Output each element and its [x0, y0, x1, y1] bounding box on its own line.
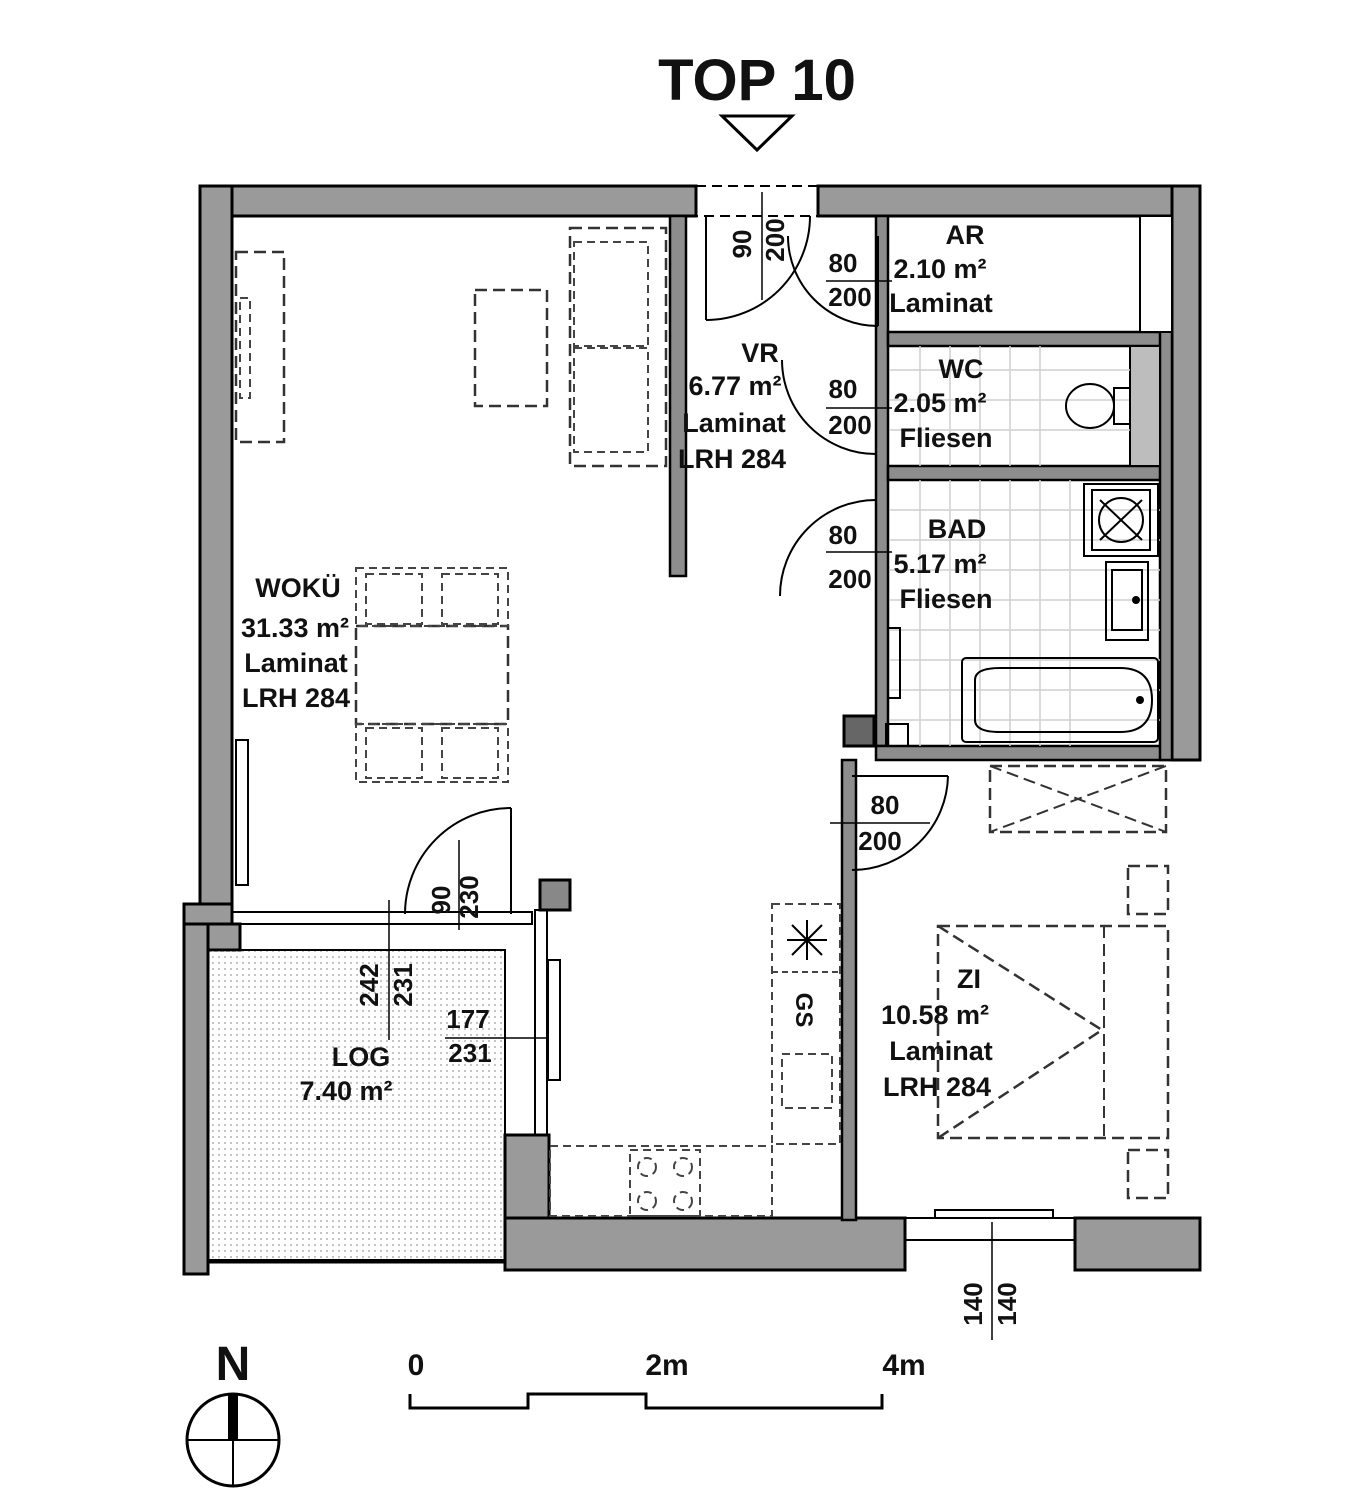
svg-text:80: 80	[829, 248, 858, 278]
svg-text:0: 0	[408, 1349, 425, 1382]
svg-text:80: 80	[829, 520, 858, 550]
entrance-marker-icon	[718, 114, 796, 153]
label-woku: WOKÜ 31.33 m² Laminat LRH 284	[241, 573, 350, 713]
furniture: GS	[234, 226, 1170, 1217]
label-bad: BAD 5.17 m² Fliesen	[893, 514, 992, 614]
dimension-labels	[388, 192, 993, 1340]
svg-text:WOKÜ: WOKÜ	[255, 573, 340, 603]
svg-text:200: 200	[828, 410, 871, 440]
svg-text:Fliesen: Fliesen	[899, 584, 992, 614]
north-arrow: N	[185, 1338, 281, 1488]
unit-title: TOP 10	[658, 48, 856, 113]
svg-text:LRH 284: LRH 284	[883, 1072, 991, 1102]
label-ar: AR 2.10 m² Laminat	[889, 220, 993, 318]
scale-bar: 0 2m 4m	[408, 1349, 926, 1410]
svg-text:90: 90	[426, 886, 456, 915]
tile-grid	[890, 346, 1160, 746]
svg-text:2.05 m²: 2.05 m²	[893, 388, 986, 418]
svg-text:200: 200	[760, 218, 790, 261]
svg-text:7.40 m²: 7.40 m²	[299, 1076, 392, 1106]
label-wc: WC 2.05 m² Fliesen	[893, 354, 992, 453]
svg-text:230: 230	[454, 875, 484, 918]
svg-text:231: 231	[388, 963, 418, 1006]
svg-text:200: 200	[858, 826, 901, 856]
svg-text:90: 90	[727, 230, 757, 259]
doors	[404, 185, 949, 915]
svg-text:140: 140	[992, 1282, 1022, 1325]
windows	[231, 739, 1076, 1241]
svg-text:177: 177	[446, 1004, 489, 1034]
svg-text:Fliesen: Fliesen	[899, 423, 992, 453]
svg-text:6.77 m²: 6.77 m²	[688, 371, 781, 401]
label-vr: VR 6.77 m² Laminat LRH 284	[678, 338, 786, 474]
svg-text:231: 231	[448, 1038, 491, 1068]
svg-text:80: 80	[871, 790, 900, 820]
svg-text:31.33 m²: 31.33 m²	[241, 613, 349, 643]
svg-text:4m: 4m	[882, 1349, 925, 1382]
svg-text:Laminat: Laminat	[889, 1036, 993, 1066]
svg-text:LRH 284: LRH 284	[242, 683, 350, 713]
bath-fixtures	[885, 383, 1159, 747]
svg-text:140: 140	[958, 1282, 988, 1325]
svg-text:5.17 m²: 5.17 m²	[893, 549, 986, 579]
label-zi: ZI 10.58 m² Laminat LRH 284	[881, 964, 993, 1102]
svg-text:LRH 284: LRH 284	[678, 444, 786, 474]
svg-text:LOG: LOG	[332, 1042, 391, 1072]
svg-text:WC: WC	[939, 354, 984, 384]
svg-text:242: 242	[354, 963, 384, 1006]
svg-text:BAD: BAD	[928, 514, 987, 544]
svg-text:ZI: ZI	[957, 964, 981, 994]
extractor-icon	[787, 920, 827, 960]
svg-text:10.58 m²: 10.58 m²	[881, 1000, 989, 1030]
label-log: LOG 7.40 m²	[299, 1042, 392, 1106]
svg-text:N: N	[216, 1338, 251, 1391]
svg-text:Laminat: Laminat	[682, 408, 786, 438]
svg-text:80: 80	[829, 374, 858, 404]
svg-text:2.10 m²: 2.10 m²	[893, 254, 986, 284]
loggia-floor	[207, 949, 506, 1261]
svg-text:Laminat: Laminat	[889, 288, 993, 318]
svg-text:VR: VR	[741, 338, 779, 368]
svg-text:Laminat: Laminat	[244, 648, 348, 678]
svg-text:200: 200	[828, 282, 871, 312]
dishwasher-label: GS	[790, 993, 817, 1028]
svg-text:AR: AR	[946, 220, 985, 250]
walls	[182, 184, 1202, 1276]
svg-text:2m: 2m	[645, 1349, 688, 1382]
svg-text:200: 200	[828, 564, 871, 594]
